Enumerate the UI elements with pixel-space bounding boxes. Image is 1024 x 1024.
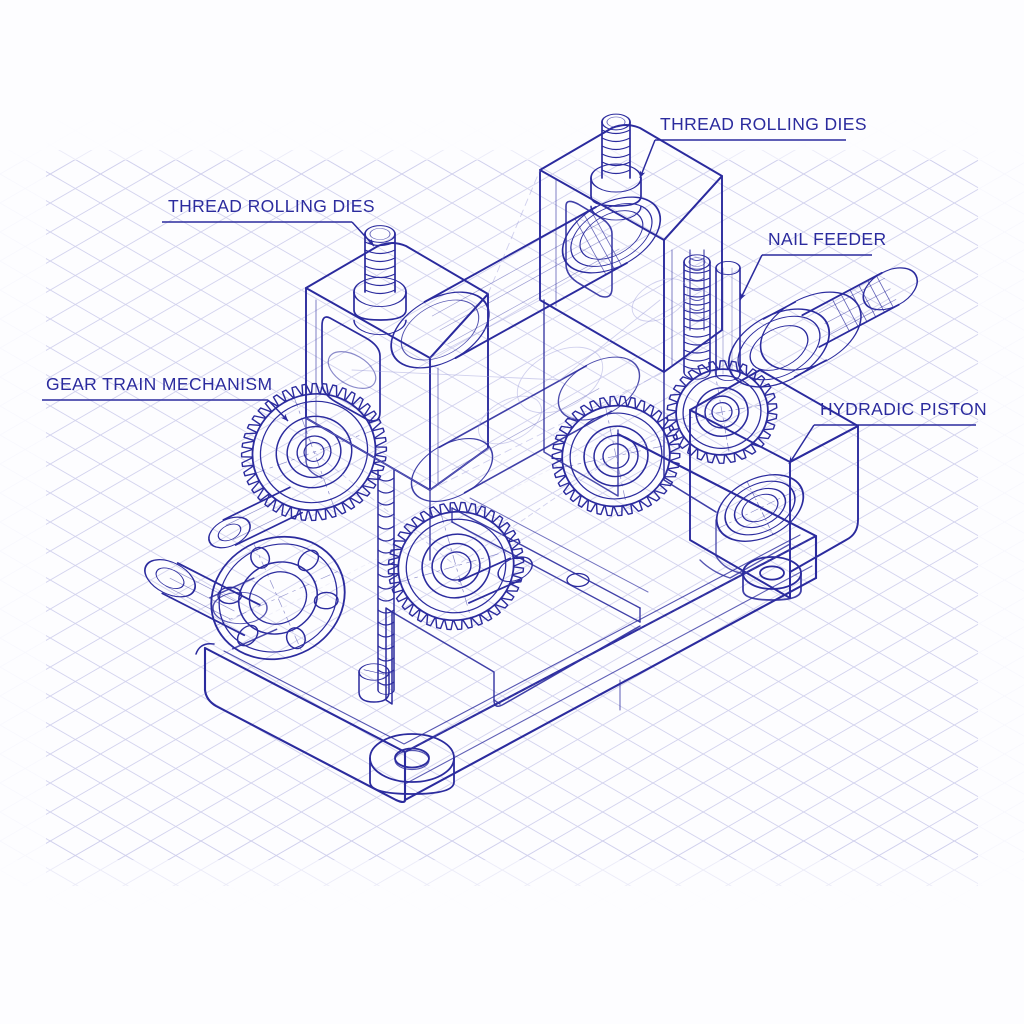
construction-lines — [204, 169, 817, 753]
mounting-boss-right — [742, 556, 802, 601]
callout-leader — [639, 139, 656, 179]
machine-assembly — [144, 113, 919, 804]
gear-output-pinion — [666, 360, 778, 464]
hydraulic-piston-block — [689, 369, 859, 599]
callout-nail-feeder[interactable]: NAIL FEEDER — [739, 229, 887, 301]
gear-idler — [387, 501, 533, 631]
gear-secondary — [551, 395, 681, 517]
mounting-boss-left — [369, 733, 455, 795]
flywheel-drive-pulley — [144, 535, 346, 661]
support-web — [385, 607, 641, 707]
nail-feeder — [683, 254, 741, 381]
frame-plate-right — [539, 124, 723, 513]
callout-thread-rolling-dies-left[interactable]: THREAD ROLLING DIES — [162, 196, 375, 247]
callout-label: GEAR TRAIN MECHANISM — [46, 374, 272, 394]
callout-label: HYDRADIC PISTON — [820, 399, 987, 419]
callout-leader — [788, 424, 815, 465]
callout-thread-rolling-dies-right[interactable]: THREAD ROLLING DIES — [639, 114, 867, 179]
callout-layer: THREAD ROLLING DIES THREAD ROLLING DIES … — [42, 114, 987, 465]
vertical-gear-rack — [358, 249, 705, 703]
callout-hydradic-piston[interactable]: HYDRADIC PISTON — [788, 399, 987, 465]
thread-rolling-die-right — [590, 113, 642, 221]
callout-label: THREAD ROLLING DIES — [660, 114, 867, 134]
callout-label: NAIL FEEDER — [768, 229, 887, 249]
gear-large-drive — [208, 382, 388, 549]
callout-leader — [739, 254, 763, 301]
callout-gear-train-mechanism[interactable]: GEAR TRAIN MECHANISM — [42, 374, 289, 422]
callout-label: THREAD ROLLING DIES — [168, 196, 375, 216]
thread-rolling-die-left — [353, 225, 407, 335]
callout-leader — [267, 399, 289, 422]
callout-leader — [351, 221, 375, 247]
roller-cylinder — [390, 196, 662, 503]
